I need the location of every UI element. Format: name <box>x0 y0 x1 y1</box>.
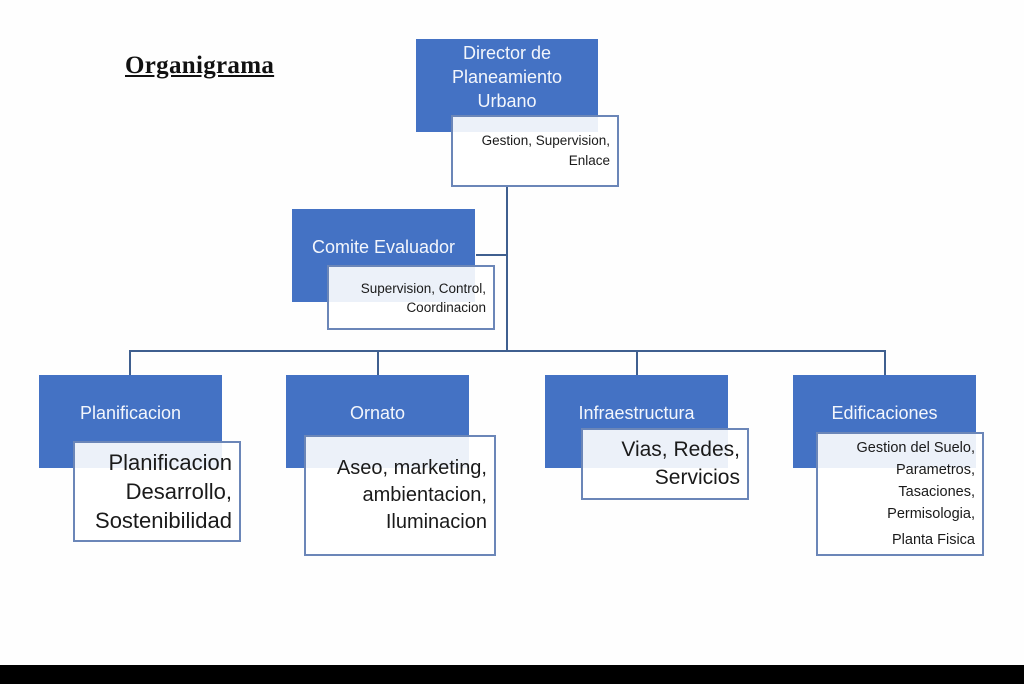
duty-line: Servicios <box>654 466 740 489</box>
duty-line: Parametros, <box>896 462 975 478</box>
page-title: Organigrama <box>125 52 275 79</box>
bottom-black-bar <box>0 665 1024 684</box>
connector-trunk <box>506 186 508 352</box>
duty-line: Sostenibilidad <box>95 508 232 533</box>
department-duties-box: Gestion del Suelo, Parametros, Tasacione… <box>816 432 984 556</box>
committee-duties-box: Supervision, Control, Coordinacion <box>327 265 495 330</box>
duty-line: Gestion, Supervision, <box>481 133 610 148</box>
duty-line: Gestion del Suelo, <box>856 440 976 456</box>
duty-line: Desarrollo, <box>125 479 232 504</box>
duty-line: Supervision, Control, <box>360 280 486 296</box>
duty-line: Enlace <box>568 153 610 168</box>
director-name-line: Urbano <box>477 91 537 111</box>
duty-line: Tasaciones, <box>898 484 975 500</box>
duty-line: Aseo, marketing, <box>336 457 487 479</box>
department-duties-box: Aseo, marketing, ambientacion, Iluminaci… <box>304 435 496 556</box>
duty-line: Permisologia, <box>887 506 975 522</box>
connector-ornato <box>377 350 379 376</box>
connector-horizontal <box>129 350 886 352</box>
director-name-line: Planeamiento <box>451 67 563 87</box>
connector-infraestructura <box>636 350 638 376</box>
department-name: Edificaciones <box>831 403 938 423</box>
director-duties-box: Gestion, Supervision, Enlace <box>451 115 619 187</box>
department-name: Planificacion <box>79 403 182 423</box>
connector-committee <box>476 254 507 256</box>
committee-name: Comite Evaluador <box>311 237 456 257</box>
duty-line: ambientacion, <box>362 484 487 506</box>
connector-planificacion <box>129 350 131 376</box>
duty-line: Vias, Redes, <box>621 438 740 461</box>
department-name: Infraestructura <box>578 403 695 423</box>
duty-line: Iluminacion <box>385 511 487 533</box>
department-duties-box: Vias, Redes, Servicios <box>581 428 749 500</box>
department-name: Ornato <box>349 403 406 423</box>
connector-edificaciones <box>884 350 886 376</box>
duty-line: Planificacion <box>108 450 232 475</box>
duty-line: Coordinacion <box>406 299 486 315</box>
department-duties-box: Planificacion Desarrollo, Sostenibilidad <box>73 441 241 542</box>
duty-line: Planta Fisica <box>891 532 975 548</box>
director-name-line: Director de <box>462 43 551 63</box>
